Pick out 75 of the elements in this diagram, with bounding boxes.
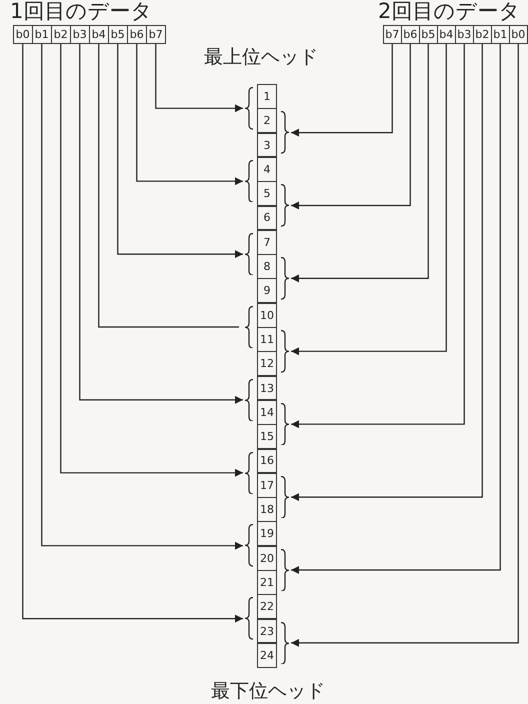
arrow (291, 44, 447, 356)
bit-cell: b6 (401, 25, 420, 44)
curly-brace (244, 160, 254, 202)
arrow (291, 44, 501, 574)
arrow (60, 44, 243, 477)
bit-cell: b7 (146, 25, 166, 44)
head-label: 最下位ヘッド (211, 680, 325, 702)
bit-cell: b1 (32, 25, 52, 44)
curly-brace (280, 622, 290, 664)
curly-brace (244, 306, 254, 348)
curly-brace (280, 111, 290, 154)
head-cell: 13 (257, 376, 277, 400)
curly-brace (280, 184, 290, 227)
arrow (136, 44, 243, 186)
head-cell: 22 (257, 594, 277, 620)
curly-brace (280, 257, 290, 300)
curly-brace (244, 87, 254, 130)
table-title: 1回目のデータ (10, 0, 152, 22)
head-cell: 4 (257, 156, 277, 182)
bit-cell: b5 (108, 25, 128, 44)
head-cell: 12 (257, 351, 277, 376)
bit-cell: b4 (89, 25, 108, 44)
arrow (291, 44, 429, 282)
arrow (291, 44, 411, 210)
head-cell: 17 (257, 472, 277, 498)
head-cell: 24 (257, 642, 277, 668)
arrow (155, 44, 243, 112)
bit-cell: b7 (383, 25, 402, 44)
curly-brace (244, 452, 254, 494)
curly-brace (244, 524, 254, 567)
curly-brace (244, 232, 254, 276)
bit-cell: b3 (70, 25, 90, 44)
head-cell: 18 (257, 497, 277, 522)
head-cell: 14 (257, 400, 277, 425)
head-cell: 23 (257, 618, 277, 644)
head-cell: 15 (257, 424, 277, 450)
head-label: 最上位ヘッド (204, 46, 318, 68)
head-cell: 20 (257, 546, 277, 571)
bit-cell: b4 (437, 25, 456, 44)
curly-brace (280, 476, 290, 518)
bit-cell: b0 (509, 25, 528, 44)
curly-brace (280, 548, 290, 592)
bit-cell: b2 (473, 25, 492, 44)
arrow (117, 44, 243, 258)
head-cell: 8 (257, 254, 277, 279)
head-cell: 3 (257, 132, 277, 158)
arrow (291, 44, 393, 137)
head-cell: 9 (257, 278, 277, 304)
head-cell: 16 (257, 448, 277, 474)
arrow (291, 44, 519, 647)
head-cell: 10 (257, 302, 277, 328)
head-cell: 5 (257, 181, 277, 206)
curly-brace (280, 402, 290, 446)
bit-cell: b6 (127, 25, 146, 44)
curly-brace (244, 597, 254, 640)
table-title: 2回目のデータ (378, 0, 520, 22)
bit-cell: b1 (491, 25, 510, 44)
head-cell: 6 (257, 206, 277, 230)
bit-cell: b3 (455, 25, 474, 44)
arrow (41, 44, 243, 550)
bit-cell: b0 (13, 25, 32, 44)
head-cell: 2 (257, 108, 277, 134)
arrow (22, 44, 243, 623)
bit-cell: b5 (419, 25, 438, 44)
head-cell: 21 (257, 570, 277, 595)
arrow (79, 44, 243, 404)
arrow (291, 44, 483, 502)
curly-brace (280, 330, 290, 373)
bit-cell: b2 (51, 25, 70, 44)
arrow (291, 44, 465, 428)
head-cell: 19 (257, 521, 277, 546)
head-cell: 1 (257, 84, 277, 109)
curly-brace (244, 378, 254, 422)
head-cell: 7 (257, 230, 277, 255)
head-cell: 11 (257, 327, 277, 352)
